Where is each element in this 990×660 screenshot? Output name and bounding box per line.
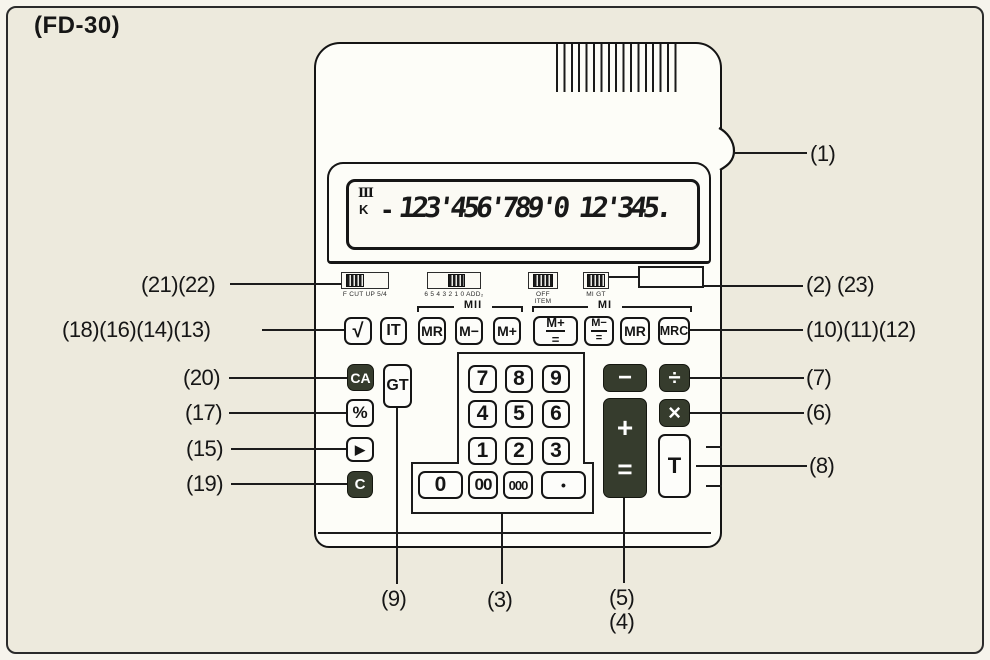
- digit-1-key[interactable]: 1: [468, 437, 497, 465]
- digit-9-key[interactable]: 9: [542, 365, 570, 393]
- minus-key[interactable]: −: [603, 364, 647, 392]
- callout-line-7: [689, 377, 804, 379]
- grand-total-key[interactable]: GT: [383, 364, 412, 408]
- speaker-vents: [556, 44, 678, 92]
- callout-label-18-16-14-13: (18)(16)(14)(13): [62, 317, 211, 342]
- callout-label-4: (4): [609, 609, 635, 634]
- clear-key[interactable]: C: [347, 471, 373, 498]
- m1-recall-clear-key[interactable]: MRC: [658, 317, 690, 345]
- callout-line-21-22: [230, 283, 342, 285]
- total-key[interactable]: T: [658, 434, 691, 498]
- callout-line-5-4: [623, 498, 625, 583]
- callout-tick-8-top: [706, 446, 722, 448]
- callout-label-15: (15): [186, 436, 224, 461]
- m1-plus-equals-top: M+: [546, 315, 565, 332]
- callout-line-9: [396, 408, 398, 584]
- bracket-mi-label: MI: [588, 300, 622, 311]
- m2-recall-key[interactable]: MR: [418, 317, 446, 345]
- divide-key[interactable]: ÷: [659, 364, 690, 392]
- right-shift-key[interactable]: ▶: [346, 437, 374, 462]
- triple-zero-key[interactable]: 000: [503, 471, 533, 499]
- digit-2-key[interactable]: 2: [505, 437, 533, 465]
- m1-minus-equals-key[interactable]: M− =: [584, 316, 614, 346]
- m2-plus-key[interactable]: M+: [493, 317, 521, 345]
- callout-label-21-22: (21)(22): [141, 272, 216, 297]
- callout-line-15: [231, 448, 347, 450]
- display-indicator-top: Ⅲ: [358, 186, 374, 201]
- display-window: [346, 179, 700, 250]
- memory-gt-switch-slot[interactable]: [583, 272, 609, 289]
- decimal-switch-knob[interactable]: [448, 274, 465, 287]
- callout-line-10-11-12: [689, 329, 803, 331]
- callout-label-19: (19): [186, 471, 224, 496]
- digit-3-key[interactable]: 3: [542, 437, 570, 465]
- digit-7-key[interactable]: 7: [468, 365, 497, 393]
- callout-label-2-23: (2) (23): [806, 272, 875, 297]
- m1-minus-equals-bottom: =: [595, 332, 603, 344]
- callout-line-18-16-14-13: [262, 329, 346, 331]
- display-minus-sign: -: [380, 196, 395, 224]
- digit-6-key[interactable]: 6: [542, 400, 570, 428]
- memory-gt-switch-knob[interactable]: [587, 274, 605, 287]
- callout-line-6: [689, 412, 804, 414]
- name-plate: [638, 266, 704, 288]
- rounding-switch-slot[interactable]: [341, 272, 389, 289]
- plus-glyph: +: [616, 411, 634, 443]
- m1-plus-equals-key[interactable]: M+ =: [533, 316, 578, 346]
- decimal-switch-slot[interactable]: [427, 272, 481, 289]
- digit-8-key[interactable]: 8: [505, 365, 533, 393]
- callout-label-3: (3): [487, 587, 513, 612]
- callout-line-1: [733, 152, 807, 154]
- bracket-mii-label: MII: [454, 300, 492, 311]
- callout-tick-8-bottom: [706, 485, 722, 487]
- item-switch-label-line2: ITEM: [534, 298, 552, 305]
- equals-glyph: =: [617, 454, 633, 485]
- plus-equals-key[interactable]: + =: [603, 398, 647, 498]
- callout-line-3: [501, 513, 503, 584]
- callout-label-1: (1): [810, 141, 836, 166]
- digit-4-key[interactable]: 4: [468, 400, 497, 428]
- sqrt-key[interactable]: √: [344, 317, 372, 345]
- rounding-switch-label: F CUT UP 5/4: [342, 291, 388, 298]
- decimal-switch-label: 6 5 4 3 2 1 0 ADD₂: [424, 291, 484, 298]
- display-indicator-k: K: [359, 202, 369, 217]
- digit-5-key[interactable]: 5: [505, 400, 533, 428]
- memory-gt-switch-label: MI GT: [586, 291, 606, 298]
- callout-label-7: (7): [806, 365, 832, 390]
- model-label: (FD-30): [34, 12, 121, 39]
- display-digits: 123'456'789'0 12'345.: [396, 191, 672, 224]
- callout-label-5: (5): [609, 585, 635, 610]
- digit-0-key[interactable]: 0: [418, 471, 463, 499]
- callout-line-20: [229, 377, 348, 379]
- m1-minus-equals-top: M−: [591, 318, 607, 332]
- callout-label-9: (9): [381, 586, 407, 611]
- callout-label-8: (8): [809, 453, 835, 478]
- callout-line-19: [231, 483, 348, 485]
- callout-line-17: [229, 412, 347, 414]
- clear-all-key[interactable]: CA: [347, 364, 374, 391]
- double-zero-key[interactable]: 00: [468, 471, 498, 499]
- m2-minus-key[interactable]: M−: [455, 317, 483, 345]
- callout-line-2-23: [704, 285, 803, 287]
- m1-recall-key[interactable]: MR: [620, 317, 650, 345]
- callout-line-8: [696, 465, 807, 467]
- m1-plus-equals-bottom: =: [551, 332, 560, 347]
- item-switch-knob[interactable]: [533, 274, 553, 287]
- callout-label-6: (6): [806, 400, 832, 425]
- decimal-point-key[interactable]: •: [541, 471, 586, 499]
- item-total-key[interactable]: IT: [380, 317, 407, 345]
- callout-label-17: (17): [185, 400, 223, 425]
- item-switch-slot[interactable]: [528, 272, 558, 289]
- callout-label-10-11-12: (10)(11)(12): [806, 317, 916, 342]
- percent-key[interactable]: %: [346, 399, 374, 427]
- callout-label-20: (20): [183, 365, 221, 390]
- item-switch-label-line1: OFF: [536, 291, 550, 298]
- rounding-switch-knob[interactable]: [346, 274, 364, 287]
- multiply-key[interactable]: ×: [659, 399, 690, 427]
- connector-switch4-plate: [609, 276, 639, 278]
